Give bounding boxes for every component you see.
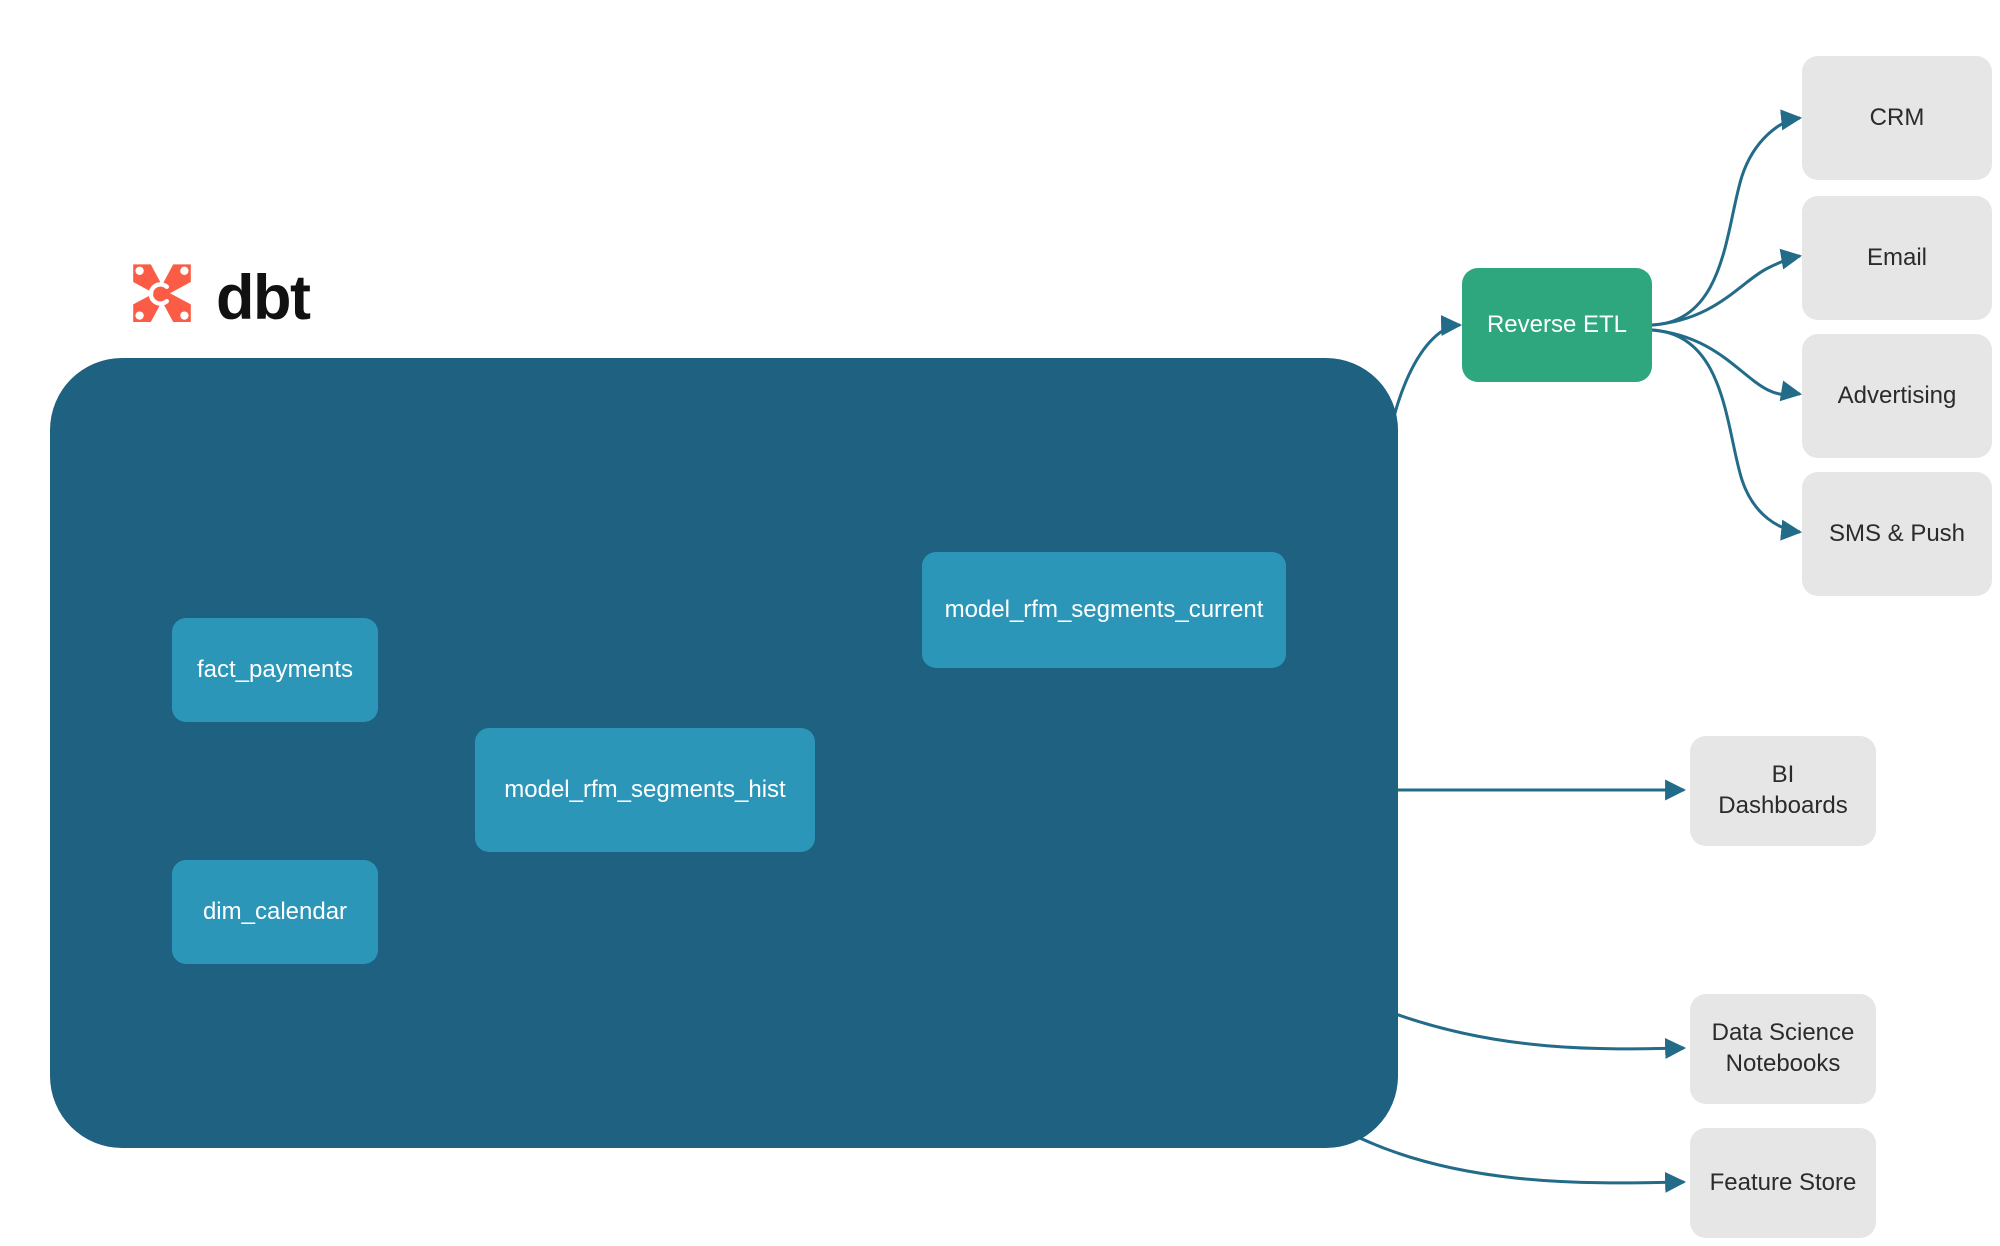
node-feature-store-label: Feature Store xyxy=(1709,1168,1857,1196)
dbt-logo-icon xyxy=(133,264,191,322)
node-data-science-notebooks-label-line1: Data Science xyxy=(1711,1019,1855,1047)
node-reverse-etl-label: Reverse ETL xyxy=(1486,310,1628,338)
node-model-rfm-segments-hist-label: model_rfm_segments_hist xyxy=(504,775,786,803)
node-model-rfm-segments-current-label: model_rfm_segments_current xyxy=(944,595,1264,623)
node-fact-payments[interactable]: fact_payments xyxy=(172,618,378,722)
node-model-rfm-segments-hist[interactable]: model_rfm_segments_hist xyxy=(475,728,815,852)
node-bi-dashboards[interactable]: BI Dashboards xyxy=(1690,736,1876,846)
node-dim-calendar-label: dim_calendar xyxy=(202,897,348,925)
node-advertising-label: Advertising xyxy=(1837,381,1957,409)
edge-reverse-etl-to-crm xyxy=(1651,109,1803,327)
edge-reverse-etl-to-advertising xyxy=(1651,328,1803,402)
dbt-brand-logo: dbt xyxy=(122,258,311,338)
node-sms-push[interactable]: SMS & Push xyxy=(1802,472,1992,596)
node-bi-dashboards-label: BI Dashboards xyxy=(1718,761,1848,819)
node-feature-store[interactable]: Feature Store xyxy=(1690,1128,1876,1238)
edge-reverse-etl-to-email xyxy=(1651,248,1803,327)
node-crm-label: CRM xyxy=(1869,103,1925,131)
node-email[interactable]: Email xyxy=(1802,196,1992,320)
node-sms-push-label: SMS & Push xyxy=(1828,519,1966,547)
node-data-science-notebooks-label-line2: Notebooks xyxy=(1725,1050,1841,1077)
node-dim-calendar[interactable]: dim_calendar xyxy=(172,860,378,964)
node-advertising[interactable]: Advertising xyxy=(1802,334,1992,458)
node-crm[interactable]: CRM xyxy=(1802,56,1992,180)
node-data-science-notebooks[interactable]: Data Science Notebooks xyxy=(1690,994,1876,1104)
dbt-wordmark: dbt xyxy=(216,262,311,333)
node-model-rfm-segments-current[interactable]: model_rfm_segments_current xyxy=(922,552,1286,668)
edge-reverse-etl-to-sms-push xyxy=(1651,328,1803,541)
node-email-label: Email xyxy=(1866,243,1927,271)
node-reverse-etl[interactable]: Reverse ETL xyxy=(1462,268,1652,382)
node-fact-payments-label: fact_payments xyxy=(196,655,354,683)
